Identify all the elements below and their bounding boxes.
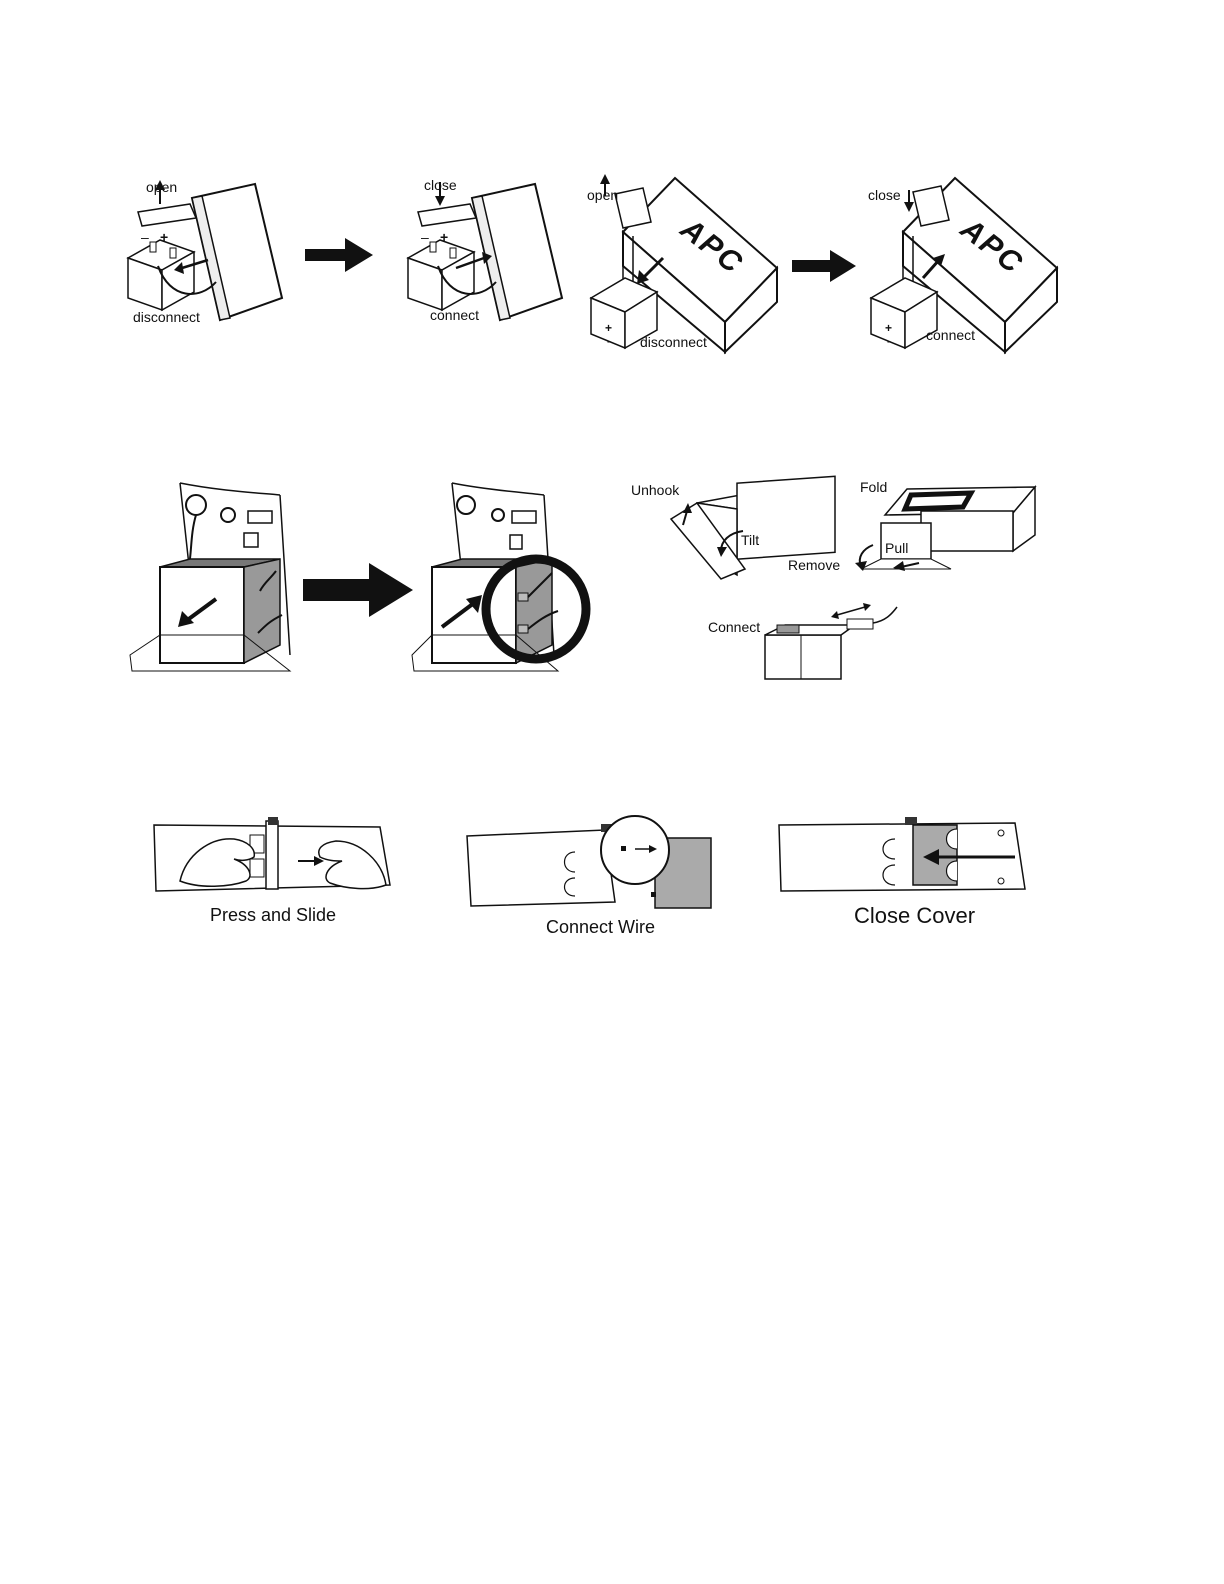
step-pull-label: Pull xyxy=(885,540,909,556)
panel-a-terminal-plus: + xyxy=(160,229,169,245)
panel-i-connect-wire: Connect Wire xyxy=(465,815,715,940)
right-arrow-icon xyxy=(792,250,856,282)
panel-c-top-label: open xyxy=(587,187,619,203)
step-tilt-label: Tilt xyxy=(741,532,760,548)
step-arrow-3 xyxy=(303,563,415,617)
panel-b-close-connect: close – + connect xyxy=(400,170,580,330)
panel-d-terminal-plus: + xyxy=(885,321,893,335)
panel-d-terminal-minus: - xyxy=(887,334,891,348)
panel-d-close-connect: APC close + - connect xyxy=(865,170,1065,355)
panel-f-illustration xyxy=(411,482,591,672)
panel-a-open-disconnect: open – + disconnect xyxy=(120,170,300,330)
panel-d-top-label: close xyxy=(868,187,901,203)
panel-a-bottom-label: disconnect xyxy=(133,309,200,325)
panel-b-illustration xyxy=(406,182,564,322)
panel-c-bottom-label: disconnect xyxy=(640,334,707,350)
panel-b-bottom-label: connect xyxy=(430,307,480,323)
panel-f-battery-in xyxy=(411,475,592,675)
panel-a-top-label: open xyxy=(146,179,178,195)
panel-e-illustration xyxy=(129,482,292,672)
panel-i-illustration xyxy=(466,815,712,909)
panel-c-terminal-minus: - xyxy=(607,334,611,348)
panel-j-illustration xyxy=(778,817,1026,892)
panel-g-illustration xyxy=(669,475,1037,680)
panel-c-terminal-plus: + xyxy=(605,321,613,335)
caption-close-cover: Close Cover xyxy=(854,903,976,928)
step-unhook-label: Unhook xyxy=(631,482,680,498)
panel-h-press-slide: Press and Slide xyxy=(150,815,400,930)
panel-g-tower-steps: Unhook Tilt Remove Fold Pull Connect xyxy=(625,475,1045,685)
step-remove-label: Remove xyxy=(788,557,841,573)
caption-connect-wire: Connect Wire xyxy=(546,917,656,937)
step-arrow-1 xyxy=(305,238,375,272)
panel-d-bottom-label: connect xyxy=(926,327,976,343)
panel-j-close-cover: Close Cover xyxy=(775,815,1035,930)
panel-b-top-label: close xyxy=(424,177,457,193)
caption-press-and-slide: Press and Slide xyxy=(210,905,337,925)
panel-b-terminal-minus: – xyxy=(421,229,429,245)
step-connect-label: Connect xyxy=(708,619,761,635)
panel-h-illustration xyxy=(153,817,391,892)
panel-b-terminal-plus: + xyxy=(440,229,449,245)
step-fold-label: Fold xyxy=(860,479,888,495)
panel-a-illustration xyxy=(126,180,284,322)
right-arrow-icon xyxy=(305,238,373,272)
panel-a-terminal-minus: – xyxy=(141,229,149,245)
panel-e-battery-out xyxy=(129,475,300,675)
step-arrow-2 xyxy=(792,250,858,282)
right-arrow-icon xyxy=(303,563,413,617)
panel-c-open-disconnect: APC open + - disconnect xyxy=(585,170,785,355)
panel-c-illustration xyxy=(589,174,779,355)
panel-d-illustration xyxy=(869,176,1059,355)
